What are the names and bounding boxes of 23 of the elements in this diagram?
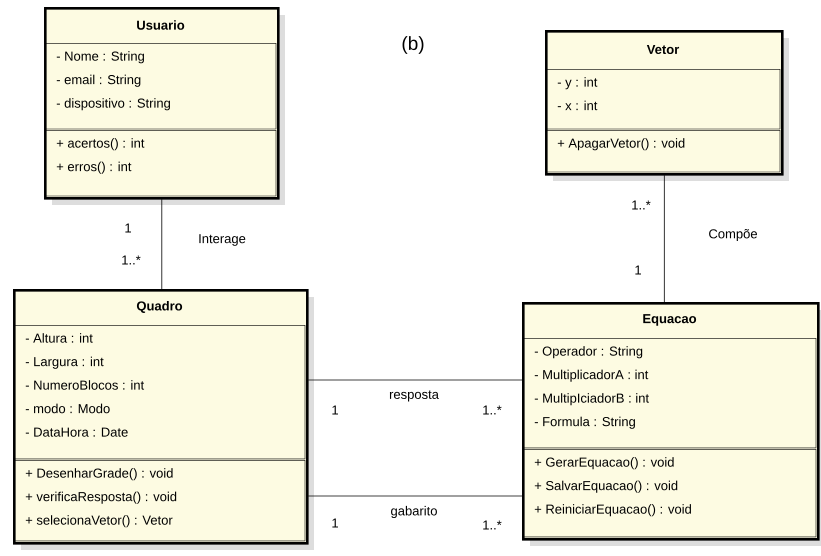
edge-label: Compõe	[709, 228, 757, 241]
edge-label: gabarito	[391, 506, 437, 518]
compartment: + acertos() : int + erros() : int	[45, 130, 276, 196]
association-line	[664, 175, 665, 302]
multiplicity: 1	[125, 224, 131, 232]
compartment: - Altura : int - Largura : int - NumeroBlocos : int - modo : Modo - DataHora : Date	[14, 324, 306, 460]
compartment: + DesenharGrade() : void + verificaResposta() : void + selecionaVetor() : Vetor	[14, 460, 306, 542]
multiplicity: 1..*	[483, 406, 502, 414]
compartment: + GerarEquacao() : void + SalvarEquacao() : void + ReiniciarEquacao() : void	[523, 448, 816, 538]
compartment: - Nome : String - email : String - dispositivo : String	[45, 43, 276, 130]
multiplicity: 1	[332, 406, 338, 414]
figure-label: (b)	[402, 36, 424, 54]
edge-label: resposta	[390, 390, 439, 402]
association-line	[161, 199, 162, 290]
multiplicity: 1..*	[632, 200, 651, 210]
compartment: - y : int - x : int	[546, 69, 780, 130]
compartment: - Operador : String - MultiplicadorA : int - MultipIciadorB : int - Formula : String	[523, 338, 816, 448]
multiplicity: 1..*	[122, 256, 141, 264]
edge-label: Interage	[199, 234, 246, 246]
multiplicity: 1..*	[483, 520, 502, 530]
multiplicity: 1	[635, 266, 641, 274]
multiplicity: 1	[332, 518, 338, 528]
compartment: + ApagarVetor() : void	[546, 130, 780, 172]
